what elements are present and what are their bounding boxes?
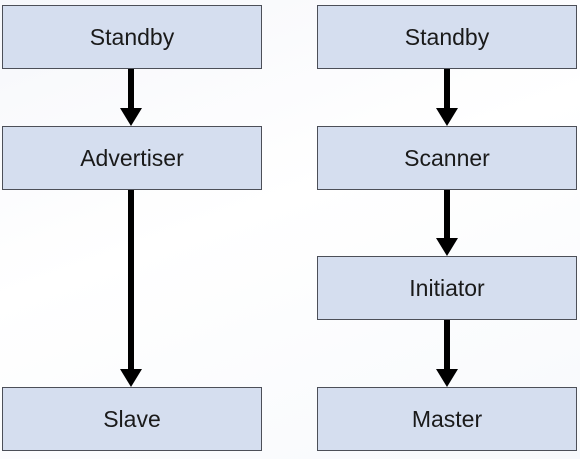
node-label: Advertiser: [80, 144, 184, 171]
node-label: Standby: [89, 23, 175, 50]
arrow-advertiser-to-slave: [120, 190, 142, 387]
arrow-initiator-to-master: [436, 320, 458, 387]
node-initiator: Initiator: [317, 256, 577, 320]
node-master: Master: [317, 387, 577, 451]
node-label: Scanner: [404, 144, 490, 171]
node-label: Slave: [103, 405, 161, 432]
node-standby-right: Standby: [317, 5, 577, 69]
arrow-scanner-to-initiator: [436, 190, 458, 256]
arrow-standby-to-scanner: [436, 69, 458, 126]
node-scanner: Scanner: [317, 126, 577, 190]
node-label: Initiator: [409, 274, 485, 301]
node-label: Master: [411, 405, 483, 432]
node-advertiser: Advertiser: [2, 126, 262, 190]
arrow-standby-to-advertiser: [120, 69, 142, 126]
node-standby-left: Standby: [2, 5, 262, 69]
node-slave: Slave: [2, 387, 262, 451]
node-label: Standby: [404, 23, 490, 50]
